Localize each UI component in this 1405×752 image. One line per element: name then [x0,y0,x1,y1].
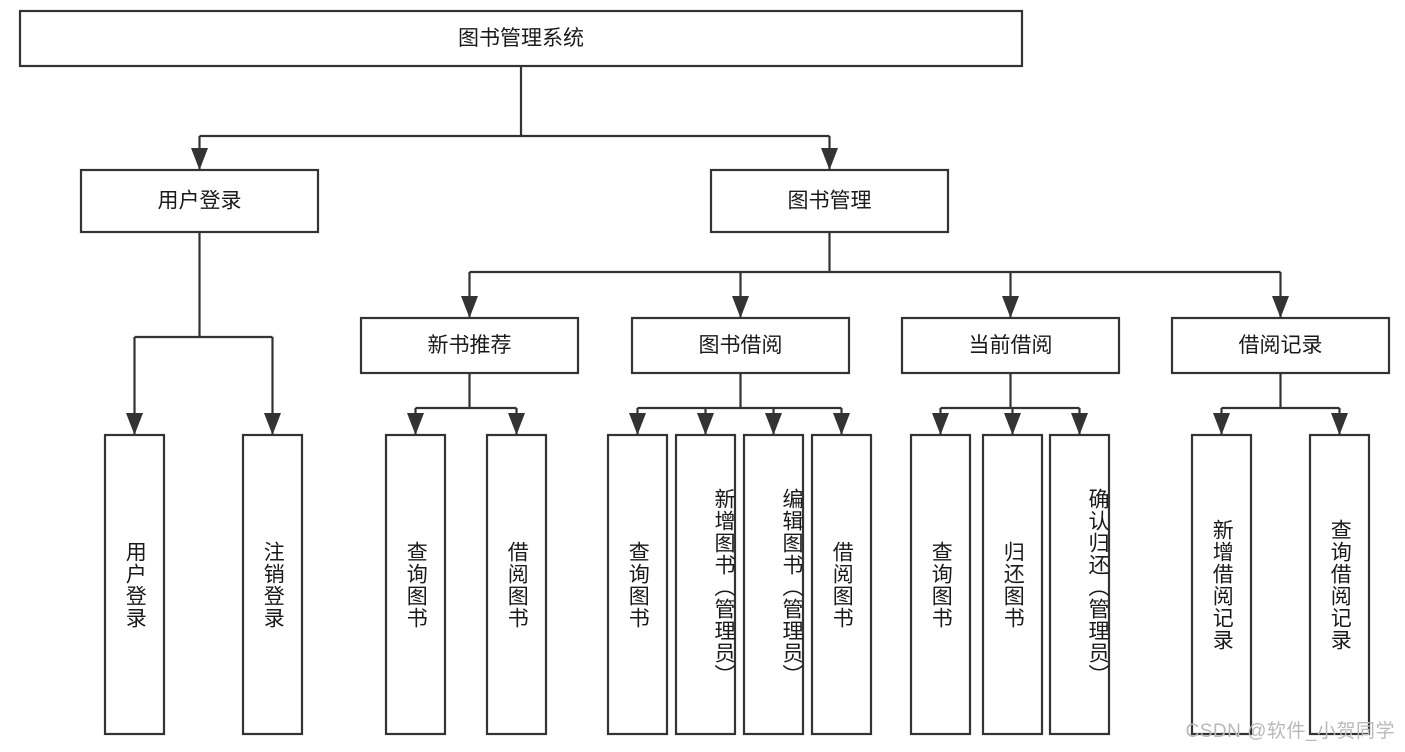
connectors-layer [126,66,1348,435]
node-current-borrow[interactable]: 当前借阅 [900,316,1121,375]
node-new-book-recommend-rect[interactable] [359,316,580,375]
node-leaf-query-book-1[interactable] [384,433,447,736]
node-leaf-borrow-book-1-rect[interactable] [485,433,548,736]
conn-book-manage-arrow-1 [732,296,749,318]
conn-current-borrow-arrow-1 [1004,413,1021,435]
node-leaf-return-book-rect[interactable] [981,433,1044,736]
node-book-manage-rect[interactable] [709,168,950,234]
node-leaf-query-record[interactable] [1308,433,1371,736]
conn-book-borrow-arrow-2 [765,413,782,435]
conn-book-borrow-arrow-3 [833,413,850,435]
conn-user-login-arrow-1 [264,413,281,435]
node-leaf-borrow-book-1[interactable] [485,433,548,736]
node-leaf-borrow-book-2[interactable] [810,433,873,736]
conn-borrow-record-arrow-0 [1213,413,1230,435]
conn-new-book-recommend-arrow-1 [508,413,525,435]
node-leaf-edit-book[interactable] [742,433,805,736]
conn-root-arrow-0 [191,148,208,170]
node-leaf-query-book-3[interactable] [909,433,972,736]
csdn-watermark: CSDN @软件_小贺同学 [1185,721,1395,742]
node-user-login-label: 用户登录 [158,190,242,213]
node-leaf-return-book[interactable] [981,433,1044,736]
node-borrow-record-rect[interactable] [1170,316,1391,375]
conn-book-manage-arrow-0 [461,296,478,318]
node-leaf-borrow-book-2-rect[interactable] [810,433,873,736]
conn-book-borrow-arrow-0 [629,413,646,435]
node-leaf-edit-book-rect[interactable] [742,433,805,736]
node-new-book-recommend[interactable]: 新书推荐 [359,316,580,375]
node-leaf-add-book-rect[interactable] [674,433,737,736]
node-leaf-query-record-rect[interactable] [1308,433,1371,736]
node-book-manage-label: 图书管理 [788,190,872,213]
conn-new-book-recommend-arrow-0 [407,413,424,435]
node-leaf-logout[interactable] [241,433,304,736]
node-leaf-query-book-1-rect[interactable] [384,433,447,736]
node-leaf-user-login-rect[interactable] [103,433,166,736]
node-borrow-record[interactable]: 借阅记录 [1170,316,1391,375]
conn-borrow-record-arrow-1 [1331,413,1348,435]
node-leaf-add-record-rect[interactable] [1190,433,1253,736]
conn-book-manage-arrow-3 [1272,296,1289,318]
node-leaf-user-login[interactable] [103,433,166,736]
conn-current-borrow-arrow-0 [932,413,949,435]
node-leaf-confirm-return-rect[interactable] [1048,433,1111,736]
node-book-borrow-label: 图书借阅 [699,334,783,357]
conn-root-arrow-1 [821,148,838,170]
node-user-login-rect[interactable] [79,168,320,234]
node-root-rect[interactable] [18,9,1024,68]
node-book-borrow[interactable]: 图书借阅 [630,316,851,375]
node-leaf-query-book-2[interactable] [606,433,669,736]
node-borrow-record-label: 借阅记录 [1239,334,1323,357]
node-root[interactable]: 图书管理系统 [18,9,1024,68]
node-current-borrow-label: 当前借阅 [969,334,1053,357]
node-book-borrow-rect[interactable] [630,316,851,375]
node-new-book-recommend-label: 新书推荐 [428,334,512,357]
node-root-label: 图书管理系统 [458,27,584,50]
conn-book-borrow-arrow-1 [697,413,714,435]
node-user-login[interactable]: 用户登录 [79,168,320,234]
node-current-borrow-rect[interactable] [900,316,1121,375]
node-leaf-confirm-return[interactable] [1048,433,1111,736]
conn-user-login-arrow-0 [126,413,143,435]
node-book-manage[interactable]: 图书管理 [709,168,950,234]
node-leaf-query-book-2-rect[interactable] [606,433,669,736]
node-leaf-logout-rect[interactable] [241,433,304,736]
conn-book-manage-arrow-2 [1002,296,1019,318]
conn-current-borrow-arrow-2 [1071,413,1088,435]
node-leaf-query-book-3-rect[interactable] [909,433,972,736]
node-leaf-add-record[interactable] [1190,433,1253,736]
node-leaf-add-book[interactable] [674,433,737,736]
